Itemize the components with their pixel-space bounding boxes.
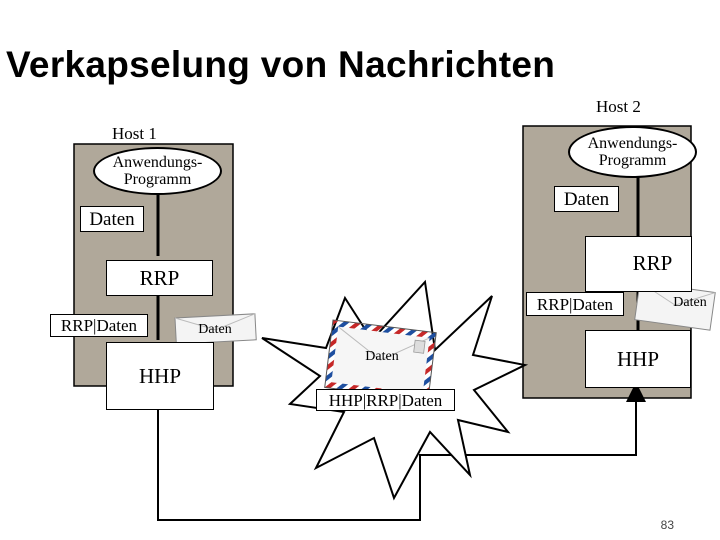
host1-hhp-box: HHP: [106, 342, 214, 410]
host2-app-line1: Anwendungs-: [587, 135, 678, 152]
host1-rrp-daten-box: RRP|Daten: [50, 314, 148, 337]
host1-envelope-shape: [174, 313, 257, 345]
host2-app-line2: Programm: [598, 152, 667, 169]
network-envelope-shape: [324, 319, 437, 401]
host2-data-box: Daten: [554, 186, 619, 212]
host2-envelope-label: Daten: [673, 295, 707, 310]
network-envelope-label: Daten: [365, 349, 399, 364]
host1-app-line2: Programm: [123, 171, 192, 188]
host1-data-box: Daten: [80, 206, 144, 232]
host2-label: Host 2: [596, 97, 641, 116]
host2-rrp-daten-box: RRP|Daten: [526, 292, 624, 316]
network-frame-label: HHP|RRP|Daten: [316, 389, 455, 411]
host2-application-ellipse: Anwendungs- Programm: [568, 126, 697, 178]
host1-application-ellipse: Anwendungs- Programm: [93, 147, 222, 195]
host1-rrp-box: RRP: [106, 260, 213, 296]
host2-rrp-box: RRP: [585, 236, 692, 292]
host2-hhp-box: HHP: [585, 330, 691, 388]
network-cable: [157, 382, 646, 521]
host1-label: Host 1: [112, 124, 157, 143]
page-number: 83: [660, 518, 674, 532]
host1-envelope-label: Daten: [198, 322, 232, 337]
host1-app-line1: Anwendungs-: [112, 154, 203, 171]
slide-title: Verkapselung von Nachrichten: [6, 44, 556, 85]
